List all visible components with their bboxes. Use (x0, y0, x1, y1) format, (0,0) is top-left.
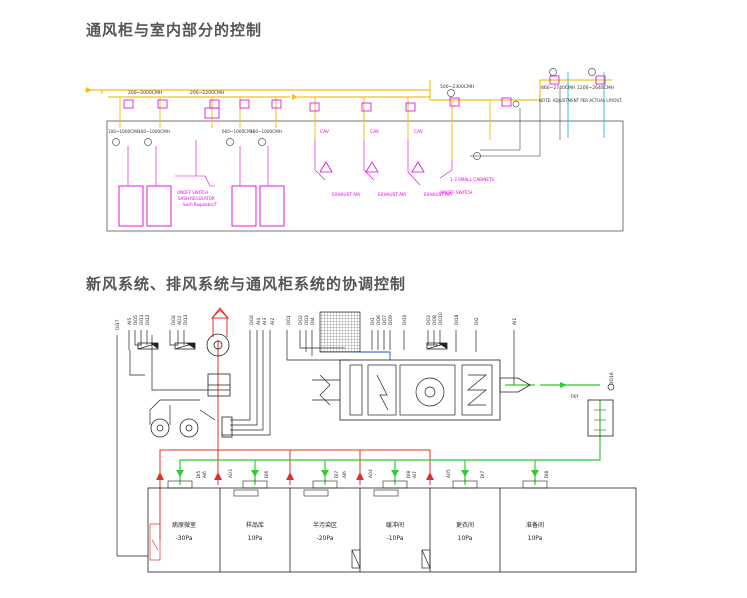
vav-label: 100~1000CMH (138, 129, 170, 134)
io-tag: DI4 (310, 317, 316, 325)
io-tag: DI13 (183, 314, 189, 325)
switch-label: 1-3 SMALL CABINETS (450, 177, 495, 182)
fume-hood-control-diagram: 200~2000CMH 200~2200CMH 500~2300CMH 860~… (85, 68, 624, 232)
io-tag: DO7 (382, 315, 388, 325)
io-tag: DO10 (438, 312, 444, 325)
room-pressure: 10Pa (528, 535, 543, 542)
room-tag: DI8 (406, 471, 411, 478)
switch-label: ONOFF SWITCH (177, 190, 208, 195)
exhaust-label: EXHAUST AIR (424, 192, 452, 197)
airflow-label: 1200~2640CMH (577, 85, 614, 91)
room-tag: AO3 (228, 469, 233, 478)
coordinated-control-diagram: DI17 AI5 DO5 DI11 DI12 DO4 AO2 DI13 DO4 … (115, 307, 637, 573)
fume-cabinet (259, 185, 285, 227)
right-unit-label: FKY (571, 394, 579, 399)
room-name: 病原微室 (172, 521, 196, 529)
io-tag: DO8 (432, 315, 438, 325)
fume-cabinet (146, 185, 172, 227)
room-pressure: -30Pa (176, 535, 193, 542)
airflow-label: 200~2200CMH (190, 90, 224, 96)
section2-title: 新风系统、排风系统与通风柜系统的协调控制 (86, 275, 407, 293)
cav-label: CAV (320, 129, 330, 135)
room-tag: DI8 (544, 471, 549, 478)
io-tag: DO4 (171, 315, 177, 325)
section1-title: 通风柜与室内部分的控制 (86, 21, 263, 39)
room-tag: DI6 (264, 471, 269, 478)
room-tag: AO5 (446, 469, 451, 478)
room-tag: AO4 (368, 469, 373, 478)
room-pressure: 10Pa (248, 535, 263, 542)
fume-cabinet (231, 185, 257, 227)
fume-cabinet (118, 185, 144, 227)
room-tag: DI7 (334, 471, 339, 478)
switch-label: ONOFF SWITCH (440, 190, 472, 195)
building-outline (106, 120, 624, 232)
io-tag: DI18 (454, 314, 460, 325)
room-tag: AI6 (202, 471, 207, 478)
io-tag: DO16 (609, 372, 615, 385)
room-name: 样品库 (246, 521, 264, 529)
io-tag: AI1 (512, 318, 518, 325)
io-tag: DO6 (376, 315, 382, 325)
local-label: Sash Regulator/T (183, 202, 218, 207)
airflow-label: 500~2300CMH (440, 84, 474, 90)
vav-label: 100~1000CMH (108, 129, 140, 134)
airflow-label: 860~2740CMH (541, 85, 575, 91)
io-tag: DO3 (426, 315, 432, 325)
vav-label: 160~1000CMH (250, 129, 282, 134)
io-tag: DO5 (133, 315, 139, 325)
io-tag: AI5 (127, 318, 133, 325)
room-tag: AI7 (412, 471, 417, 478)
io-tag: DO2 (298, 315, 304, 325)
io-tag: AI2 (270, 318, 276, 325)
io-tag: DI17 (115, 319, 121, 330)
io-tag: DI2 (474, 317, 480, 325)
room-name: 缓冲间 (386, 521, 404, 529)
exhaust-label: EXHAUST AIR (378, 192, 406, 197)
vav-label: 600~1000CMH (222, 129, 254, 134)
room-block (147, 487, 637, 573)
cav-label: CAV (370, 129, 380, 135)
room-pressure: -10Pa (387, 535, 404, 542)
io-tag: DO3 (304, 315, 310, 325)
room-tag: DI5 (196, 471, 201, 478)
io-tag: AI3 (262, 318, 268, 325)
room-name: 准备间 (526, 521, 544, 529)
io-tag: AO2 (177, 315, 183, 325)
room-pressure: 10Pa (458, 535, 473, 542)
io-tag: AI4 (256, 318, 262, 325)
room-tag: DI7 (480, 471, 485, 478)
cav-label: CAV (414, 129, 424, 135)
room-pressure: -20Pa (317, 535, 334, 542)
io-tag: DO1 (286, 315, 292, 325)
room-name: 更衣间 (456, 521, 474, 529)
io-tag: DI11 (139, 314, 145, 325)
io-tag: DO9 (388, 315, 394, 325)
exhaust-label: EXHAUST AIR (332, 192, 360, 197)
cabinet-label: SASH REGULATOR (178, 196, 215, 201)
airflow-label: 200~2000CMH (128, 90, 162, 96)
room-tag: AI6 (342, 471, 347, 478)
io-tag: DI1 (370, 317, 376, 325)
room-name: 半污染区 (313, 521, 337, 529)
io-tag: DO4 (249, 315, 255, 325)
note-text: NOTE: ADJUSTMENT PER ACTUAL LAYOUT. (539, 98, 623, 103)
io-tag: DI10 (402, 314, 408, 325)
io-tag: DI12 (145, 314, 151, 325)
